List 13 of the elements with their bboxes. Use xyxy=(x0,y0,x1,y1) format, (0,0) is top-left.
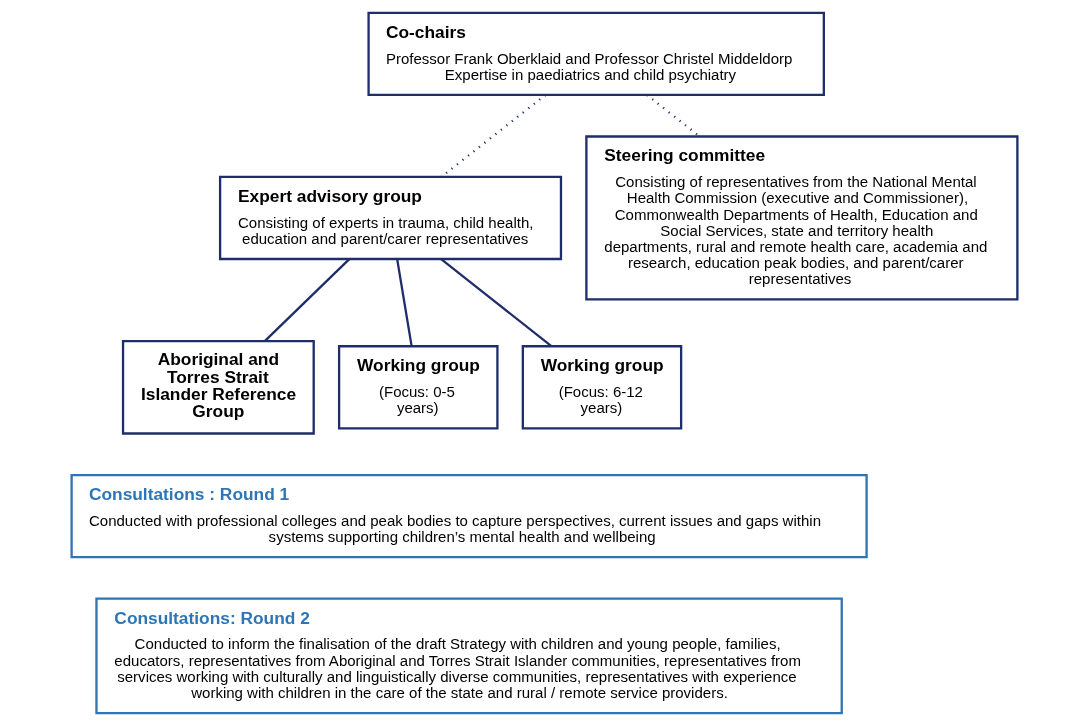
node-box: Consultations: Round 2 Conducted to inform the finalisation of the draft Strategy with children and young people, families, educators, representatives from Aboriginal and Torres Strait Islander communities, representatives from services working with culturally and linguistically diverse communities, representatives with experience working with children in the care of the state and rural / remote service providers. xyxy=(94,597,843,715)
node-box: Steering committee Consisting of representatives from the National Mental Health Commission (executive and Commissioner), Commonwealth Departments of Health, Education and Social Services, state and territory health departments, rural and remote health care, academia and research, education peak bodies, and parent/carer representatives xyxy=(584,135,1019,301)
node-box: Consultations : Round 1 Conducted with professional colleges and peak bodies to capture perspectives, current issues and gaps within systems supporting children’s mental health and wellbeing xyxy=(69,473,868,559)
connector xyxy=(395,258,413,347)
node-box: Working group (Focus: 0-5 years) xyxy=(337,345,499,430)
node-box: Expert advisory group Consisting of experts in trauma, child health, education and parent/carer representatives xyxy=(218,175,562,261)
node-box: Working group (Focus: 6-12 years) xyxy=(521,345,682,430)
connector xyxy=(263,258,350,342)
node-box: Aboriginal and Torres Strait Islander Reference Group xyxy=(121,339,315,435)
connector xyxy=(439,258,552,348)
connector xyxy=(440,94,546,178)
node-box: Co-chairs Professor Frank Oberklaid and Professor Christel Middeldorp Expertise in paediatrics and child psychiatry xyxy=(366,11,825,97)
connector xyxy=(645,94,700,138)
